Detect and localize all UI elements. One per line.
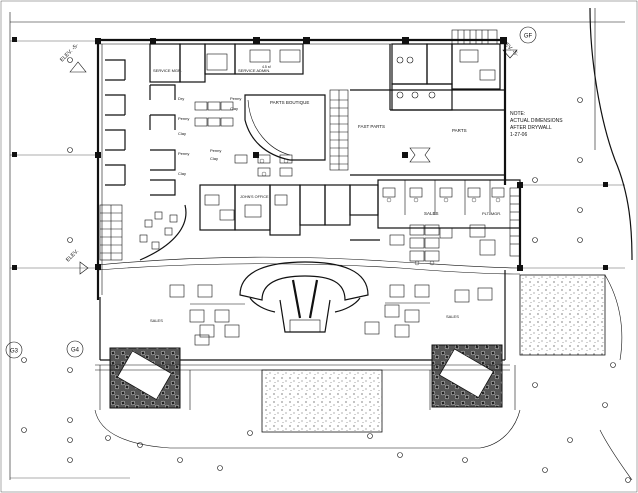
svg-text:1-27-06: 1-27-06 [510, 132, 527, 138]
service-admin-label: SERVICE ADMIN. [238, 68, 270, 73]
right-stair [509, 187, 521, 257]
grid-bubble-g3: G3 [5, 341, 23, 359]
lounge-seating [139, 204, 187, 261]
top-right-stair [451, 29, 498, 45]
svg-text:ELEV.: ELEV. [65, 248, 80, 263]
svg-text:ACTUAL DIMENSIONS: ACTUAL DIMENSIONS [510, 118, 563, 124]
service-booths [105, 59, 176, 196]
structural-columns [12, 37, 608, 271]
grid-bubble-gf: GF [519, 26, 537, 44]
sales-lower-left-label: SALES [150, 318, 163, 323]
svg-text:AFTER DRYWALL: AFTER DRYWALL [510, 125, 552, 131]
svg-text:GF: GF [524, 34, 533, 40]
svg-text:Penny: Penny [210, 148, 221, 153]
fast-parts-label: FAST PARTS [358, 124, 385, 129]
grid-markers [21, 57, 631, 483]
svg-text:G3: G3 [10, 349, 19, 355]
svg-text:ELEV. -5-: ELEV. -5- [59, 43, 80, 64]
right-paving [519, 274, 623, 361]
middle-offices [199, 179, 521, 241]
waiting-desks [194, 101, 293, 177]
service-offices [149, 43, 304, 83]
svg-text:Clay: Clay [230, 106, 238, 111]
svg-text:Penny: Penny [178, 151, 189, 156]
sq-ft-label: 4.5 sf [262, 65, 271, 69]
left-stair [99, 204, 123, 261]
planter-left [109, 347, 181, 409]
svg-text:Clay: Clay [178, 171, 186, 176]
chairs [259, 158, 501, 266]
parts-boutique-room [244, 94, 326, 161]
planter-right [431, 344, 503, 408]
johns-office-label: JOHN'S OFFICE [240, 195, 269, 199]
plt-mgr-label: PLT. MGR. [482, 211, 501, 216]
parts-counter [409, 147, 431, 163]
restrooms [391, 43, 501, 111]
sales-center-label: SALES [424, 211, 439, 216]
svg-text:Penny: Penny [230, 96, 241, 101]
svg-text:Penny: Penny [178, 116, 189, 121]
workstation-clusters [204, 187, 505, 262]
central-reception [239, 261, 369, 333]
dimension-note: NOTE: ACTUAL DIMENSIONS AFTER DRYWALL 1-… [510, 111, 563, 138]
lower-left-desks [169, 284, 245, 346]
svg-text:Clay: Clay [210, 156, 218, 161]
entry-walk [94, 364, 521, 449]
svg-text:Clay: Clay [178, 131, 186, 136]
sales-lower-right-label: SALES [446, 314, 459, 319]
entry-paving [261, 369, 383, 433]
center-stair [329, 89, 349, 171]
lower-right-desks [364, 284, 493, 338]
elevation-marker-top-left: ELEV. -5- [59, 43, 87, 73]
elevation-marker-left: ELEV. [65, 248, 89, 275]
grid-bubble-g4: G4 [66, 340, 84, 358]
parts-label: PARTS [452, 128, 467, 133]
svg-text:G4: G4 [71, 348, 80, 354]
svg-text:NOTE:: NOTE: [510, 111, 525, 117]
svg-text:Dry: Dry [178, 96, 184, 101]
parts-boutique-label: PARTS BOUTIQUE [270, 100, 309, 105]
service-mgr-label: SERVICE MGR. [153, 68, 182, 73]
